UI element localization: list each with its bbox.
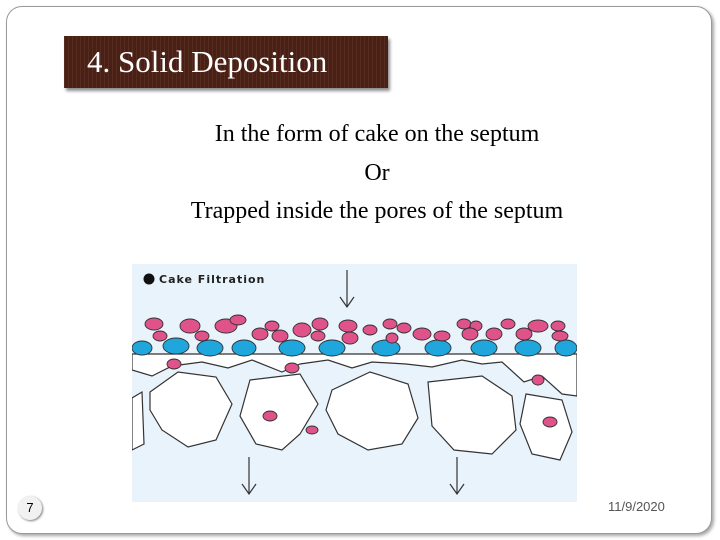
flow-arrow-out-left [241, 457, 257, 496]
body-line-cake: In the form of cake on the septum [214, 121, 540, 147]
body-line-or: Or [364, 160, 390, 186]
label-bullet [143, 273, 155, 285]
body-line-trapped: Trapped inside the pores of the septum [190, 198, 564, 224]
trapped-particles [166, 358, 558, 435]
flow-arrow-out-right [449, 457, 465, 496]
cake-particles [144, 314, 569, 345]
slide-number: 7 [18, 496, 42, 520]
diagram-label: Cake Filtration [159, 273, 265, 286]
septum-medium [131, 353, 578, 461]
slide-date: 11/9/2020 [608, 499, 665, 514]
cake-filtration-diagram: Cake Filtration [131, 264, 578, 502]
septum-particles [131, 337, 578, 357]
flow-arrows [241, 270, 465, 496]
flow-arrow-in [339, 270, 355, 309]
diagram-canvas: Cake Filtration [131, 270, 578, 496]
slide-title: 4. Solid Deposition [64, 36, 388, 88]
